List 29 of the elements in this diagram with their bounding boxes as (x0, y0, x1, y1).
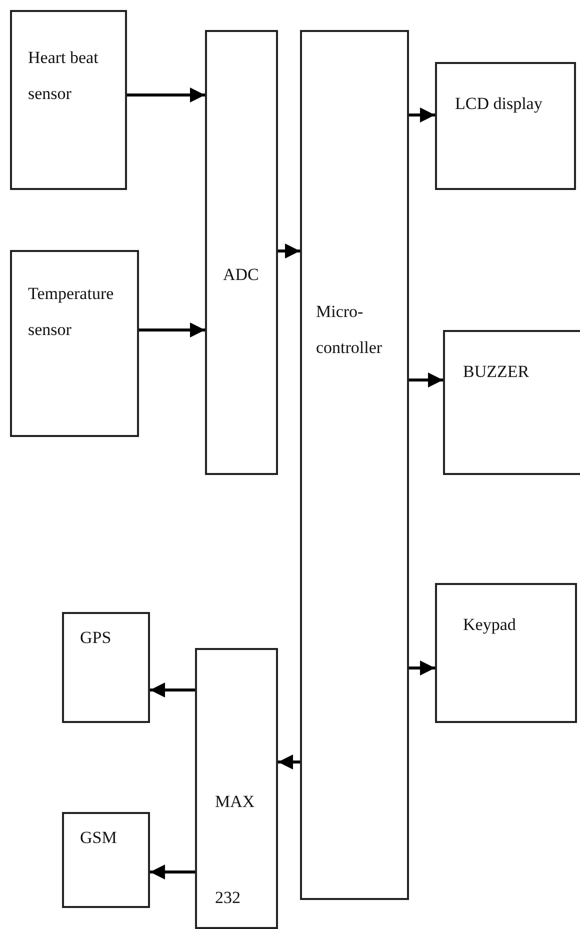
arrow (409, 660, 435, 676)
arrow (278, 754, 300, 770)
arrow (139, 322, 205, 338)
arrow (127, 88, 205, 102)
block-label: BUZZER (463, 361, 530, 383)
block-label: LCD display (455, 93, 544, 115)
arrow (150, 864, 195, 880)
block-label: GSM (80, 827, 118, 849)
block-label: Temperature sensor (28, 283, 115, 341)
block-label: Keypad (463, 614, 517, 636)
block-label: Heart beat sensor (28, 47, 100, 105)
block-box (10, 250, 139, 437)
arrow (278, 244, 300, 258)
block-label: Micro-controller (316, 301, 384, 359)
block-box (205, 30, 278, 475)
block-label: GPS (80, 627, 112, 649)
arrow (150, 682, 195, 698)
block-box (300, 30, 409, 900)
block-box (435, 583, 577, 723)
block-box (10, 10, 127, 190)
block-label: ADC (223, 264, 260, 286)
block-box (62, 612, 150, 723)
block-box (443, 330, 580, 475)
block-box (435, 62, 576, 190)
block-box (195, 648, 278, 929)
block-box (62, 812, 150, 908)
block-label: MAX 232 (215, 791, 255, 909)
arrow (409, 372, 443, 388)
arrow (409, 108, 435, 122)
